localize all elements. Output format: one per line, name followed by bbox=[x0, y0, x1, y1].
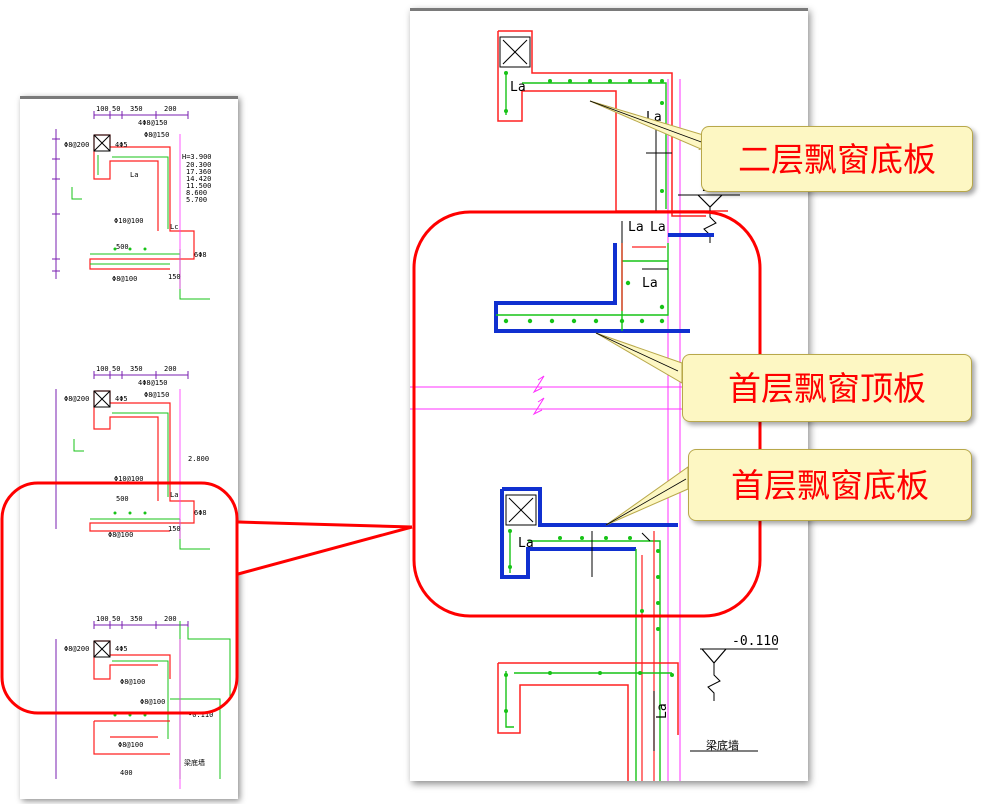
dim-label: 100 bbox=[96, 365, 109, 373]
dim-label: 50 bbox=[112, 365, 120, 373]
rebar-label: Φ10@100 bbox=[114, 217, 144, 225]
dim-label: 350 bbox=[130, 615, 143, 623]
rebar-label: Φ8@100 bbox=[108, 531, 133, 539]
anchor-label: La bbox=[655, 703, 670, 719]
rebar-label: Φ8@200 bbox=[64, 395, 89, 403]
elevation-minus-0110-marker: -0.110 bbox=[700, 634, 779, 701]
foundation-beam: La bbox=[497, 662, 679, 781]
elev-label: -0.110 bbox=[188, 711, 213, 719]
callout-first-floor-bay-top: 首层飘窗顶板 bbox=[682, 354, 972, 422]
overview-section-2: 100 50 350 200 Φ8@200 4Φ5 4Φ8@150 Φ8@150… bbox=[55, 365, 210, 550]
rebar-label: Φ8@100 bbox=[120, 678, 145, 686]
elev-label: 8.600 bbox=[186, 189, 207, 197]
elev-label: 14.420 bbox=[186, 175, 211, 183]
overview-drawing: 100 50 350 200 Φ8@200 4Φ5 4Φ8@150 Φ8@150… bbox=[52, 105, 231, 789]
elev-label: 2.800 bbox=[188, 455, 209, 463]
rebar-label: 6Φ8 bbox=[194, 251, 207, 259]
dim-label: 400 bbox=[120, 769, 133, 777]
anchor-label: La bbox=[628, 220, 644, 235]
anchor-label: La bbox=[510, 80, 526, 95]
elev-label: 11.500 bbox=[186, 182, 211, 190]
rebar-label: Φ8@200 bbox=[64, 645, 89, 653]
rebar-label: Φ8@200 bbox=[64, 141, 89, 149]
dim-label: 500 bbox=[116, 243, 129, 251]
dim-label: 100 bbox=[96, 105, 109, 113]
rebar-label: Φ8@100 bbox=[140, 698, 165, 706]
rebar-label: 4Φ8@150 bbox=[138, 119, 168, 127]
anchor-label: La bbox=[130, 171, 138, 179]
elev-label: 20.300 bbox=[186, 161, 211, 169]
dim-label: 200 bbox=[164, 365, 177, 373]
beam-bottom-wall-label: 梁底墙 bbox=[690, 738, 758, 752]
anchor-label: La bbox=[518, 536, 534, 551]
dim-label: 150 bbox=[168, 525, 181, 533]
rebar-label: 4Φ5 bbox=[115, 645, 128, 653]
elev-label: H=3.900 bbox=[182, 153, 212, 161]
anchor-label: La bbox=[170, 491, 178, 499]
overview-section-3: 100 50 350 200 Φ8@200 4Φ5 Φ8@100 Φ8@100 … bbox=[55, 615, 231, 789]
dim-label: 50 bbox=[112, 615, 120, 623]
dim-label: 200 bbox=[164, 105, 177, 113]
wall-label: 梁底墙 bbox=[706, 738, 739, 752]
rebar-label: Φ8@150 bbox=[144, 391, 169, 399]
rebar-label: Φ8@150 bbox=[144, 131, 169, 139]
callout-first-floor-bay-bottom: 首层飘窗底板 bbox=[688, 449, 972, 521]
anchor-label: Lc bbox=[170, 223, 178, 231]
rebar-label: 4Φ5 bbox=[115, 395, 128, 403]
first-floor-bay-bottom-slab: La bbox=[500, 487, 678, 781]
dim-label: 500 bbox=[116, 495, 129, 503]
rebar-label: Φ8@100 bbox=[118, 741, 143, 749]
elev-label: 17.360 bbox=[186, 168, 211, 176]
rebar-label: 6Φ8 bbox=[194, 509, 207, 517]
anchor-label: La bbox=[650, 220, 666, 235]
overview-drawing-panel: 100 50 350 200 Φ8@200 4Φ5 4Φ8@150 Φ8@150… bbox=[20, 96, 238, 799]
elevation-label: -0.110 bbox=[732, 634, 779, 649]
dim-label: 350 bbox=[130, 105, 143, 113]
rebar-label: Φ8@100 bbox=[112, 275, 137, 283]
overview-section-1: 100 50 350 200 Φ8@200 4Φ5 4Φ8@150 Φ8@150… bbox=[52, 105, 212, 300]
rebar-label: 4Φ8@150 bbox=[138, 379, 168, 387]
dim-label: 100 bbox=[96, 615, 109, 623]
dim-label: 200 bbox=[164, 615, 177, 623]
elev-label: 5.700 bbox=[186, 196, 207, 204]
second-floor-bay-bottom-slab: La La 梁 bbox=[497, 30, 728, 217]
wall-label: 梁底墙 bbox=[184, 758, 205, 767]
rebar-label: Φ10@100 bbox=[114, 475, 144, 483]
dim-label: 350 bbox=[130, 365, 143, 373]
first-floor-bay-top-slab: La La La bbox=[494, 220, 714, 333]
anchor-label: La bbox=[642, 276, 658, 291]
rebar-label: 4Φ5 bbox=[115, 141, 128, 149]
callout-second-floor-bay-bottom: 二层飘窗底板 bbox=[701, 126, 973, 192]
dim-label: 150 bbox=[168, 273, 181, 281]
dim-label: 50 bbox=[112, 105, 120, 113]
